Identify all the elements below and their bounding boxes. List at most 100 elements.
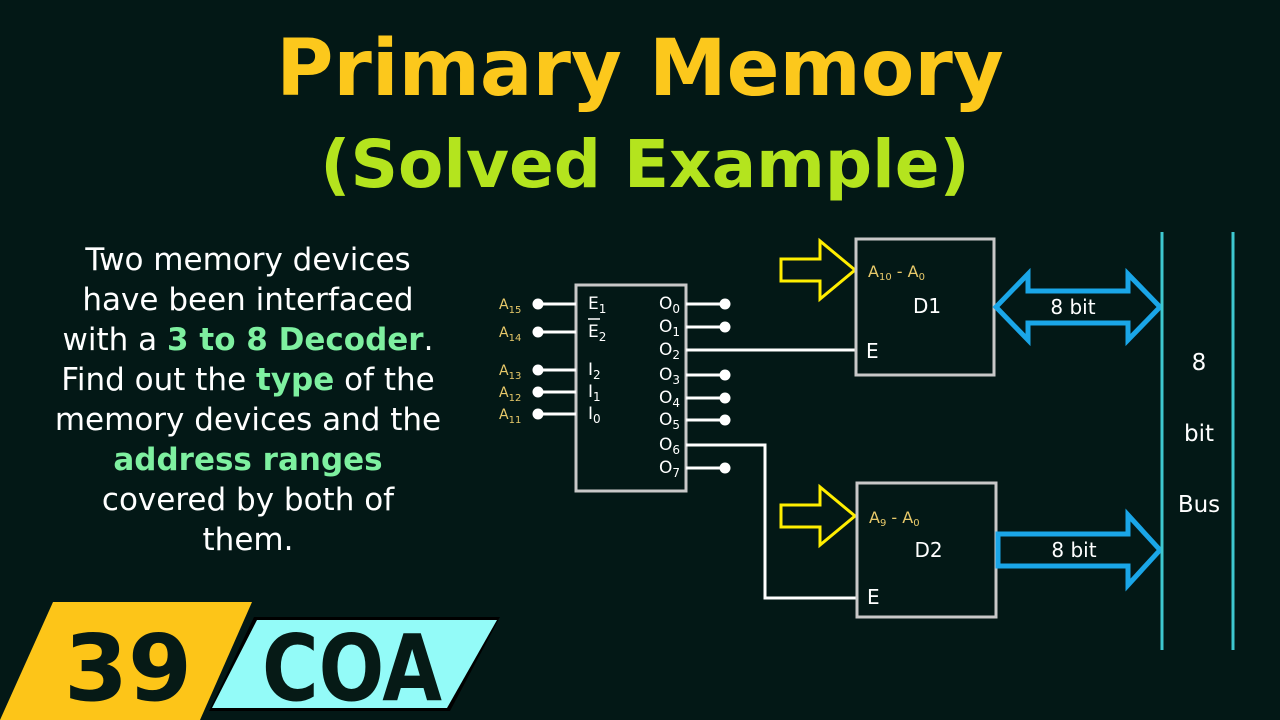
highlighted-term: type (256, 362, 334, 398)
text-segment: Find out the (61, 362, 256, 398)
input-address-label: A11 (499, 407, 521, 426)
subtitle: (Solved Example) (320, 126, 969, 203)
pin-subscript: 2 (672, 348, 680, 362)
pin-base: I (588, 360, 593, 380)
pin-base: I (588, 382, 593, 402)
addr-lo-sub: 0 (913, 518, 919, 529)
output-terminal-dot (719, 298, 731, 310)
output-terminal-dot (719, 369, 731, 381)
episode-badge (0, 602, 252, 720)
title: Primary Memory (276, 24, 1003, 114)
output-terminal-dot (719, 392, 731, 404)
input-address-label: A15 (499, 297, 521, 316)
data-bus-arrow (995, 508, 1164, 592)
pin-base: O (659, 410, 672, 430)
text-segment: have been interfaced (82, 282, 413, 318)
decoder-output-pin-label: O0 (659, 294, 680, 316)
pin-base: O (659, 435, 672, 455)
address-base: A (499, 363, 509, 379)
address-range-label: A10 - A0 (868, 262, 925, 283)
bus-label-1: 8 (1192, 350, 1207, 376)
pin-base: I (588, 404, 593, 424)
pin-subscript: 1 (672, 325, 680, 339)
bus-label-3: Bus (1178, 492, 1220, 518)
addr-hi: A (869, 508, 880, 527)
decoder-output-pin-label: O6 (659, 435, 680, 457)
pin-subscript: 4 (672, 396, 680, 410)
pin-subscript: 7 (672, 466, 680, 480)
bus-label-2: bit (1184, 421, 1214, 447)
pin-base: O (659, 365, 672, 385)
text-segment: memory devices and the (55, 402, 441, 438)
problem-statement: Two memory devices have been interfaced wi… (55, 242, 441, 558)
pin-base: O (659, 340, 672, 360)
output-terminal-dot (719, 462, 731, 474)
pin-subscript: 5 (672, 418, 680, 432)
address-base: A (499, 385, 509, 401)
address-bus-arrow (779, 237, 858, 303)
series-badge (212, 620, 497, 708)
pin-subscript: 2 (593, 368, 601, 382)
addr-hi: A (868, 262, 879, 281)
pin-base: E (588, 294, 599, 314)
decoder-input-pin-label: I2 (588, 360, 601, 382)
decoder-output-pin-label: O5 (659, 410, 680, 432)
episode-number: 39 (64, 615, 192, 720)
address-subscript: 14 (509, 333, 522, 344)
decoder-output-pin-label: O7 (659, 458, 680, 480)
data-bus-arrow (992, 267, 1164, 347)
addr-lo: A (908, 262, 919, 281)
address-range-label: A9 - A0 (869, 508, 920, 529)
pin-base: O (659, 294, 672, 314)
data-width-label: 8 bit (1050, 295, 1095, 319)
address-bus-arrow (779, 483, 858, 549)
addr-hi-sub: 10 (879, 272, 892, 283)
addr-hi-sub: 9 (880, 518, 886, 529)
decoder-input-pin-label: I1 (588, 382, 601, 404)
address-base: A (499, 325, 509, 341)
addr-lo: A (902, 508, 913, 527)
input-address-label: A12 (499, 385, 521, 404)
decoder-input-pin-label: E1 (588, 294, 606, 316)
device-name: D2 (914, 538, 942, 562)
problem-line: Find out the type of the (61, 362, 434, 398)
device-box (854, 237, 996, 377)
text-segment: with a (63, 322, 167, 358)
input-terminal-dot (532, 298, 544, 310)
text-segment: them. (203, 522, 294, 558)
addr-sep: - (892, 262, 908, 281)
pin-subscript: 0 (672, 302, 680, 316)
pin-base: O (659, 317, 672, 337)
decoder-input-pin-label: E2 (588, 322, 606, 344)
problem-line: memory devices and the (55, 402, 441, 438)
problem-line: Two memory devices (84, 242, 410, 278)
pin-subscript: 6 (672, 443, 680, 457)
pin-subscript: 1 (599, 302, 607, 316)
address-subscript: 13 (509, 371, 522, 382)
data-width-label: 8 bit (1051, 538, 1096, 562)
decoder-output-pin-label: O4 (659, 388, 680, 410)
device-box (855, 481, 998, 619)
input-terminal-dot (532, 326, 544, 338)
decoder-output-pin-label: O1 (659, 317, 680, 339)
address-base: A (499, 297, 509, 313)
output-terminal-dot (719, 321, 731, 333)
text-segment: Two memory devices (84, 242, 410, 278)
pin-base: E (588, 322, 599, 342)
device-name: D1 (913, 294, 941, 318)
address-base: A (499, 407, 509, 423)
address-subscript: 11 (509, 415, 522, 426)
decoder-input-pin-label: I0 (588, 404, 601, 426)
decoder-output-pin-label: O3 (659, 365, 680, 387)
highlighted-term: 3 to 8 Decoder (167, 322, 424, 358)
pin-base: O (659, 458, 672, 478)
text-segment: . (424, 322, 434, 358)
pin-subscript: 2 (599, 330, 607, 344)
output-terminal-dot (719, 414, 731, 426)
problem-line: address ranges (113, 442, 382, 478)
